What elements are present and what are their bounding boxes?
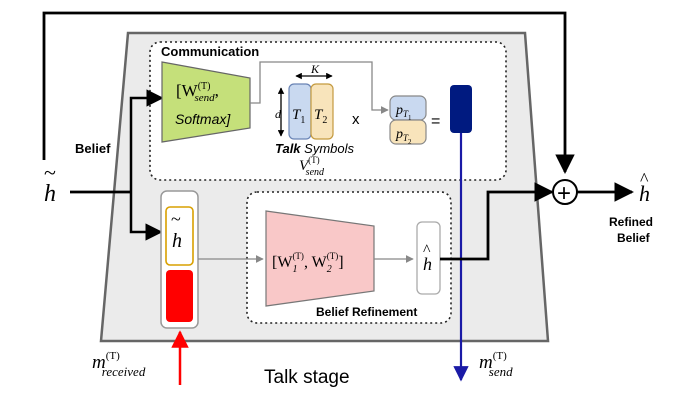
send-matrix-block bbox=[161, 61, 251, 143]
talk-stage-label: Talk stage bbox=[264, 367, 350, 388]
prob-t2-label: pT2 bbox=[395, 127, 412, 146]
belief-label: Belief bbox=[75, 141, 111, 156]
talk-symbol-t1-label: T1 bbox=[292, 107, 305, 126]
d-dimension-label: d bbox=[275, 107, 282, 121]
output-h-hat-mark: ^ bbox=[640, 169, 649, 189]
output-h-symbol: h bbox=[639, 181, 650, 206]
talk-symbol-t2 bbox=[310, 83, 334, 140]
refined-belief-label-line2: Belief bbox=[617, 231, 651, 245]
refinement-matrix-label: [W1(T), W2(T)] bbox=[272, 251, 344, 275]
input-h-symbol: h bbox=[44, 181, 56, 207]
belief-refinement-title: Belief Refinement bbox=[316, 305, 417, 319]
sum-plus-sign: + bbox=[557, 180, 571, 207]
talk-symbols-caption: Talk Symbols bbox=[275, 141, 354, 156]
input-h-tilde-mark: ~ bbox=[44, 160, 56, 185]
v-send-label: V(T)send bbox=[299, 155, 325, 178]
send-message-vector bbox=[450, 85, 472, 133]
multiply-sign: x bbox=[352, 111, 360, 128]
refined-belief-label-line1: Refined bbox=[609, 215, 653, 229]
communication-flow-line bbox=[250, 61, 389, 114]
send-matrix-line1: [W(T)send, bbox=[176, 81, 219, 104]
memory-h-tilde-mark: ~ bbox=[171, 209, 181, 229]
refined-to-sum-line bbox=[440, 182, 554, 261]
skip-connection-line bbox=[42, 11, 575, 174]
refinement-matrix-block bbox=[265, 210, 375, 307]
send-message-label: m(T)send bbox=[479, 350, 513, 379]
belief-to-memory-arrow bbox=[129, 192, 163, 241]
memory-h-tilde-box bbox=[165, 206, 194, 266]
memory-h-tilde-symbol: h bbox=[172, 230, 182, 252]
k-dimension-label: K bbox=[310, 62, 320, 76]
refined-h-hat-symbol: h bbox=[423, 254, 432, 274]
equals-sign: = bbox=[431, 113, 440, 130]
communication-title: Communication bbox=[161, 44, 259, 59]
send-matrix-line2: Softmax] bbox=[175, 111, 231, 127]
prob-t1-label: pT1 bbox=[395, 103, 412, 122]
prob-t2-box bbox=[389, 119, 427, 145]
belief-to-communication-arrow bbox=[129, 89, 164, 192]
refined-h-hat-mark: ^ bbox=[423, 242, 431, 259]
talk-symbol-t2-label: T2 bbox=[314, 107, 327, 126]
received-message-vector bbox=[166, 270, 193, 322]
received-message-label: m(T)received bbox=[92, 350, 146, 379]
